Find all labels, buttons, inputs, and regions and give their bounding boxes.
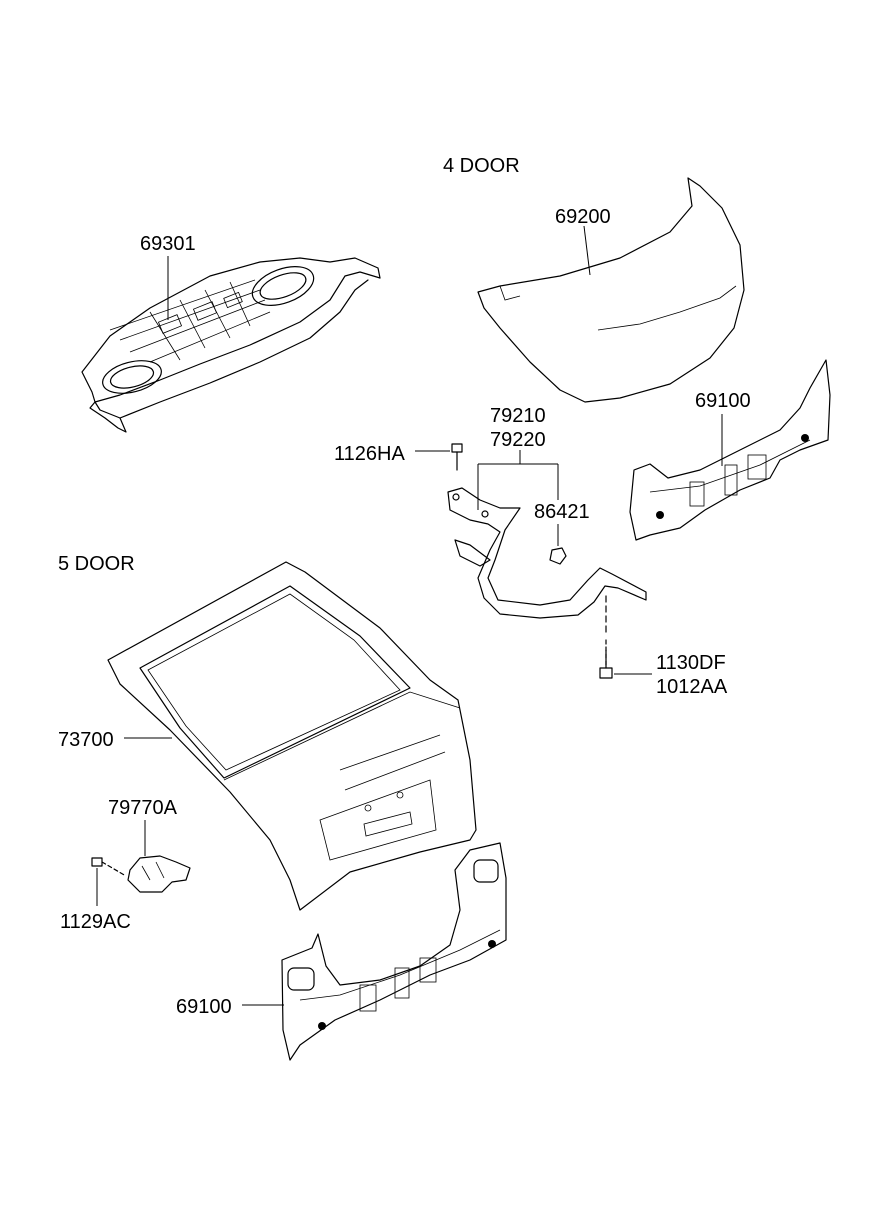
part-label-69100-bottom: 69100: [176, 996, 232, 1018]
part-label-1126ha: 1126HA: [334, 443, 405, 465]
part-label-79220: 79220: [490, 429, 546, 451]
bolt-1126ha-drawing: [451, 443, 463, 471]
part-label-73700: 73700: [58, 729, 114, 751]
trunk-hinge-drawing: [447, 487, 647, 619]
leader-79210-79220: [477, 450, 559, 510]
part-label-86421: 86421: [534, 501, 590, 523]
leader-69200: [583, 225, 591, 276]
part-label-1130df: 1130DF: [656, 652, 726, 674]
striker-79770a-drawing: [127, 855, 191, 893]
part-label-79210: 79210: [490, 405, 546, 427]
rear-panel-bottom-drawing: [281, 842, 507, 1061]
rear-panel-top-drawing: [629, 359, 831, 541]
part-label-69200: 69200: [555, 206, 611, 228]
part-label-79770a: 79770A: [108, 797, 178, 819]
tailgate-drawing: [107, 561, 477, 911]
trunk-lid-drawing: [477, 177, 745, 403]
part-label-1012aa: 1012AA: [656, 676, 728, 698]
part-label-1129ac: 1129AC: [60, 911, 131, 933]
rear-parcel-shelf-drawing: [81, 257, 381, 433]
part-label-69100-top: 69100: [695, 390, 751, 412]
section-label-4-door: 4 DOOR: [443, 155, 520, 177]
part-label-69301: 69301: [140, 233, 196, 255]
bolt-1129ac-drawing: [91, 857, 127, 877]
section-label-5-door: 5 DOOR: [58, 553, 135, 575]
bolt-1130df-drawing: [599, 595, 613, 679]
clip-86421-drawing: [549, 547, 567, 565]
